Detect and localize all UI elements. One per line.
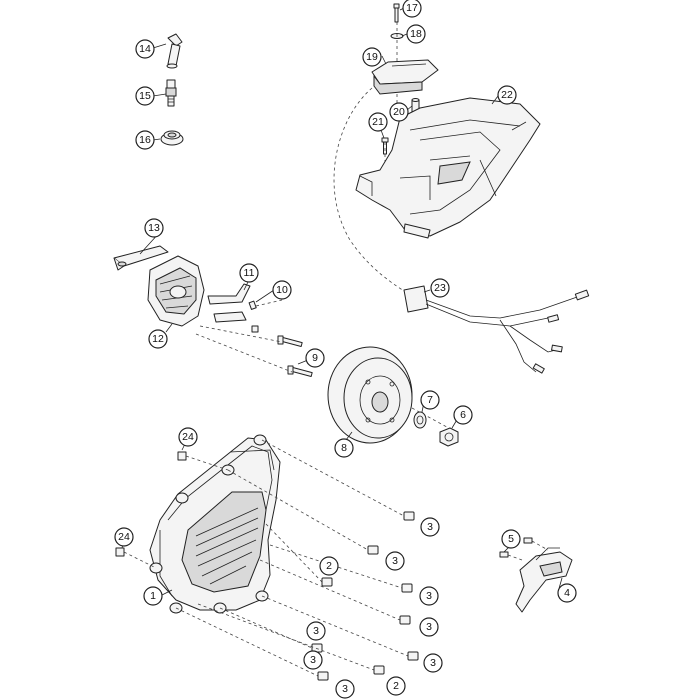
callout-15: 15 <box>135 86 155 106</box>
svg-text:8: 8 <box>341 442 347 454</box>
callout-21: 21 <box>368 112 388 132</box>
spacer-20 <box>411 98 420 113</box>
svg-text:14: 14 <box>139 43 151 55</box>
svg-text:23: 23 <box>434 282 446 294</box>
callout-24: 24 <box>178 427 198 447</box>
svg-text:15: 15 <box>139 90 151 102</box>
callout-14: 14 <box>135 39 155 59</box>
bolt-9-upper <box>277 335 303 348</box>
callout-22: 22 <box>497 85 517 105</box>
callout-3: 3 <box>303 650 323 670</box>
svg-text:1: 1 <box>150 590 156 602</box>
spark-plug-seal <box>160 130 184 146</box>
svg-text:3: 3 <box>313 625 319 637</box>
svg-text:7: 7 <box>427 394 433 406</box>
screw-5-upper <box>523 537 533 544</box>
ignition-coil <box>371 59 439 95</box>
callout-20: 20 <box>389 102 409 122</box>
svg-text:13: 13 <box>148 222 160 234</box>
callout-6: 6 <box>453 405 473 425</box>
svg-text:12: 12 <box>152 333 164 345</box>
callout-24: 24 <box>114 527 134 547</box>
svg-text:2: 2 <box>326 560 332 572</box>
callout-11: 11 <box>239 263 259 283</box>
svg-text:2: 2 <box>393 680 399 692</box>
washer-7 <box>413 411 427 429</box>
callout-5: 5 <box>501 529 521 549</box>
svg-text:9: 9 <box>312 352 318 364</box>
callout-2: 2 <box>386 676 406 696</box>
svg-text:21: 21 <box>372 116 384 128</box>
svg-text:11: 11 <box>244 267 255 279</box>
callout-3: 3 <box>419 586 439 606</box>
callout-23: 23 <box>430 278 450 298</box>
svg-text:24: 24 <box>182 431 194 443</box>
callout-3: 3 <box>385 551 405 571</box>
bolt-17 <box>393 3 400 23</box>
callout-7: 7 <box>420 390 440 410</box>
svg-text:5: 5 <box>508 533 514 545</box>
spark-plug-cap <box>166 33 183 69</box>
spark-plug <box>165 79 177 107</box>
wiring-harness <box>333 87 590 374</box>
callout-9: 9 <box>305 348 325 368</box>
svg-text:3: 3 <box>430 657 436 669</box>
callout-2: 2 <box>319 556 339 576</box>
callout-3: 3 <box>420 517 440 537</box>
svg-text:22: 22 <box>501 89 513 101</box>
cover-screws <box>175 439 419 681</box>
svg-text:18: 18 <box>410 28 422 40</box>
svg-text:3: 3 <box>426 590 432 602</box>
svg-text:24: 24 <box>118 531 130 543</box>
flywheel-rotor <box>327 346 413 444</box>
callout-12: 12 <box>148 329 168 349</box>
svg-text:20: 20 <box>393 106 405 118</box>
screw-5-lower <box>499 551 509 558</box>
callout-18: 18 <box>406 24 426 44</box>
nut-6 <box>439 427 459 447</box>
ignition-cover <box>149 434 281 614</box>
callout-3: 3 <box>419 617 439 637</box>
svg-text:3: 3 <box>310 654 316 666</box>
screw-10 <box>248 300 257 310</box>
plug-24-lower <box>115 547 125 557</box>
callout-8: 8 <box>334 438 354 458</box>
callout-4: 4 <box>557 583 577 603</box>
stator-cable-guide <box>207 283 251 323</box>
svg-text:4: 4 <box>564 587 570 599</box>
electronics-holder <box>355 97 541 239</box>
svg-text:6: 6 <box>460 409 466 421</box>
callout-10: 10 <box>272 280 292 300</box>
screw-12-small <box>251 325 259 333</box>
callout-16: 16 <box>135 130 155 150</box>
svg-text:10: 10 <box>276 284 288 296</box>
callout-3: 3 <box>423 653 443 673</box>
svg-text:19: 19 <box>366 51 378 63</box>
callout-3: 3 <box>335 679 355 699</box>
svg-text:16: 16 <box>139 134 151 146</box>
stator-bracket <box>113 245 169 271</box>
svg-text:17: 17 <box>406 2 418 14</box>
callout-17: 17 <box>402 0 422 18</box>
plug-24-upper <box>177 451 187 461</box>
sensor-bracket <box>515 547 573 613</box>
callout-19: 19 <box>362 47 382 67</box>
svg-text:3: 3 <box>392 555 398 567</box>
svg-text:3: 3 <box>427 521 433 533</box>
callout-13: 13 <box>144 218 164 238</box>
bolt-9-lower <box>287 365 313 378</box>
bolt-21 <box>381 137 389 155</box>
svg-text:3: 3 <box>342 683 348 695</box>
svg-text:3: 3 <box>426 621 432 633</box>
callout-1: 1 <box>143 586 163 606</box>
callout-3: 3 <box>306 621 326 641</box>
stator <box>147 255 205 327</box>
